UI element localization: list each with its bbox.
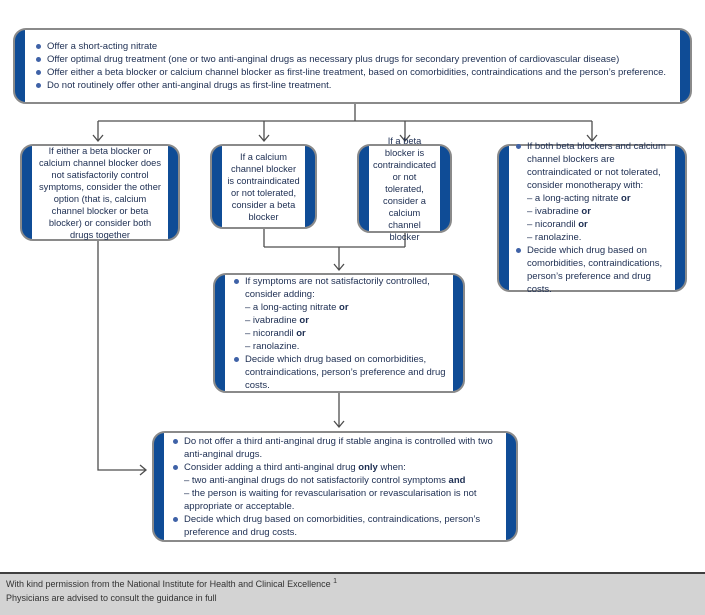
bullet-icon	[36, 83, 41, 88]
bullet-icon	[36, 70, 41, 75]
box-ccb-contraindicated-text: If a calcium channel blocker is contrain…	[222, 146, 305, 227]
bullet-icon	[173, 464, 178, 470]
footnote-reference: 1	[333, 578, 338, 585]
list-item: Offer either a beta blocker or calcium c…	[33, 66, 672, 79]
dash-item-text: – ivabradine	[527, 206, 582, 217]
box-first-line-treatment: Offer a short-acting nitrate Offer optim…	[13, 28, 692, 104]
bullet-icon	[234, 278, 239, 284]
list-item-text: Consider adding a third anti-anginal dru…	[184, 461, 500, 474]
list-item-text: Do not offer a third anti-anginal drug i…	[184, 435, 493, 460]
dash-item-text: – a long-acting nitrate	[245, 301, 340, 313]
box-add-second-drug-content: If symptoms are not satisfactorily contr…	[225, 275, 453, 391]
dash-item: – nicorandil or	[231, 327, 447, 340]
list-item-text: Offer a short-acting nitrate	[47, 41, 158, 52]
box-both-contraindicated-monotherapy: If both beta blockers and calcium channe…	[497, 141, 687, 295]
box-bb-contraindicated-text: If a beta blocker is contraindicated or …	[369, 136, 440, 242]
list-item: Offer a short-acting nitrate	[33, 40, 672, 53]
dash-item: – ranolazine.	[513, 231, 671, 244]
text-segment-bold: only	[358, 461, 378, 473]
box-third-drug: Do not offer a third anti-anginal drug i…	[152, 431, 518, 542]
bullet-icon	[516, 144, 521, 149]
list-item-text: If both beta blockers and calcium channe…	[527, 141, 666, 191]
dash-item: – a long-acting nitrate or	[231, 301, 447, 314]
list-item: If both beta blockers and calcium channe…	[513, 140, 671, 192]
list-item-text: Decide which drug based on comorbidities…	[245, 353, 446, 391]
dash-item-bold: or	[299, 314, 309, 326]
dash-item-bold: or	[621, 193, 631, 204]
attribution-line-2: Physicians are advised to consult the gu…	[6, 593, 217, 603]
dash-item-bold: or	[578, 219, 588, 230]
text-segment: Consider adding a third anti-anginal dru…	[184, 461, 359, 473]
box-both-contraindicated-content: If both beta blockers and calcium channe…	[509, 141, 675, 295]
dash-item: – two anti-anginal drugs do not satisfac…	[170, 474, 500, 487]
list-item-text: Offer optimal drug treatment (one or two…	[47, 54, 620, 65]
list-item-text: Do not routinely offer other anti-angina…	[47, 80, 332, 91]
list-item: Do not routinely offer other anti-angina…	[33, 79, 672, 92]
list-item-text: Offer either a beta blocker or calcium c…	[47, 67, 667, 78]
list-item: Consider adding a third anti-anginal dru…	[170, 461, 500, 474]
box-swap-or-combine-text: If either a beta blocker or calcium chan…	[32, 146, 168, 240]
box-first-line-treatment-content: Offer a short-acting nitrate Offer optim…	[25, 30, 680, 102]
dash-item: – nicorandil or	[513, 218, 671, 231]
dash-item: – the person is waiting for revascularis…	[170, 487, 500, 513]
dash-item-text: – ivabradine	[245, 314, 300, 326]
dash-item-text: – nicorandil	[245, 327, 297, 339]
list-item: Decide which drug based on comorbidities…	[513, 244, 671, 296]
bullet-icon	[234, 356, 239, 362]
box-swap-or-combine: If either a beta blocker or calcium chan…	[20, 144, 180, 241]
bullet-icon	[516, 248, 521, 253]
dash-item: – ivabradine or	[231, 314, 447, 327]
dash-item-text: – two anti-anginal drugs do not satisfac…	[184, 474, 449, 486]
text-segment: when:	[377, 461, 406, 473]
list-item-text: Decide which drug based on comorbidities…	[184, 513, 481, 538]
dash-item-text: – the person is waiting for revascularis…	[184, 487, 477, 512]
box-bb-contraindicated: If a beta blocker is contraindicated or …	[357, 136, 452, 242]
list-item: Decide which drug based on comorbidities…	[170, 513, 500, 539]
bullet-icon	[36, 44, 41, 49]
dash-item-text: – ranolazine.	[245, 340, 300, 352]
list-item-text: If symptoms are not satisfactorily contr…	[245, 275, 430, 300]
dash-item-text: – ranolazine.	[527, 232, 582, 243]
attribution-text: With kind permission from the National I…	[6, 579, 331, 589]
dash-item: – a long-acting nitrate or	[513, 192, 671, 205]
dash-item-bold: or	[581, 206, 591, 217]
list-item: Decide which drug based on comorbidities…	[231, 353, 447, 392]
box-ccb-contraindicated: If a calcium channel blocker is contrain…	[210, 144, 317, 229]
list-item: Offer optimal drug treatment (one or two…	[33, 53, 672, 66]
dash-item-bold: or	[296, 327, 306, 339]
dash-item-bold: and	[448, 474, 466, 486]
bullet-icon	[36, 57, 41, 62]
attribution-footer: With kind permission from the National I…	[0, 572, 705, 615]
dash-item-bold: or	[339, 301, 349, 313]
dash-item: – ranolazine.	[231, 340, 447, 353]
bullet-icon	[173, 438, 178, 444]
box-third-drug-content: Do not offer a third anti-anginal drug i…	[164, 433, 506, 540]
dash-item-text: – a long-acting nitrate	[527, 193, 622, 204]
list-item-text: Decide which drug based on comorbidities…	[527, 245, 663, 295]
list-item: Do not offer a third anti-anginal drug i…	[170, 435, 500, 461]
dash-item: – ivabradine or	[513, 205, 671, 218]
box-add-second-drug: If symptoms are not satisfactorily contr…	[213, 273, 465, 393]
list-item: If symptoms are not satisfactorily contr…	[231, 275, 447, 301]
bullet-icon	[173, 516, 178, 522]
attribution-line-1: With kind permission from the National I…	[0, 574, 705, 589]
dash-item-text: – nicorandil	[527, 219, 579, 230]
